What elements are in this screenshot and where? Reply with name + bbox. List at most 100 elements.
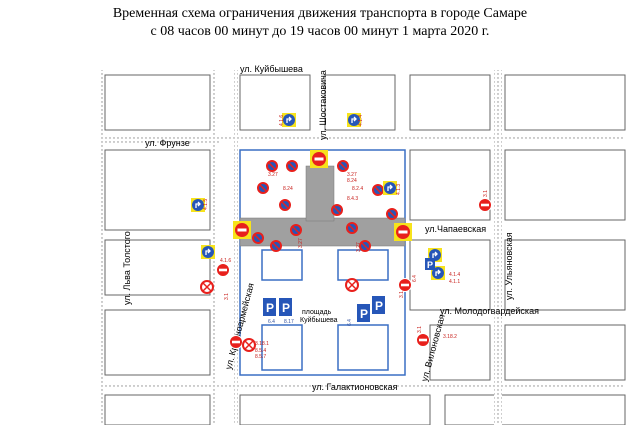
svg-text:P: P [375,299,383,313]
no-stopping-icon [242,338,256,352]
block [504,324,626,381]
block [444,394,626,425]
sign-code-label: 4.1.1 [449,279,460,285]
stop-sign-icon [229,335,243,349]
sign-code-label: 4.1.6 [220,258,231,264]
no-parking-icon [266,160,278,172]
parking-sign-icon: P [372,296,385,314]
street-label-ulyanovskaya: ул. Ульяновская [504,232,514,300]
no-stopping-icon [345,278,359,292]
street-label-vilonovskaya: ул. Вилоновская [419,313,447,382]
svg-text:P: P [266,301,274,315]
street-label-frunze: ул. Фрунзе [145,138,190,148]
parking-sign-icon: P [425,258,435,270]
direction-sign-icon [382,180,398,196]
svg-text:P: P [427,260,433,270]
sign-code-label: 6.4 [412,275,418,282]
sign-code-label: 8.24 [283,186,293,192]
street-label-kuibysheva: ул. Куйбышева [240,64,303,74]
map-subtitle: с 08 часов 00 минут до 19 часов 00 минут… [150,24,490,39]
no-parking-icon [270,240,282,252]
square-subblock [261,324,303,371]
sign-code-label: 3.1 [224,293,230,300]
parking-code-label: 6.4 [347,319,353,326]
block [104,74,211,131]
map-title: Временная схема ограничения движения тра… [112,6,528,21]
street-label-shostakovicha: ул. Шостаковича [318,70,328,140]
block [504,239,626,311]
no-parking-icon [346,222,358,234]
square-subblock [337,324,389,371]
block [104,309,211,376]
no-entry-sign-icon [394,223,412,241]
block [409,149,491,221]
sign-code-label: 8.5.7 [255,354,266,360]
sign-code-label: 3.1 [417,326,423,333]
parking-sign-icon: P [263,298,276,316]
parking-sign-icon: P [279,298,292,316]
no-parking-icon [257,182,269,194]
street-label-galaktionovskaya: ул. Галактионовская [312,382,398,392]
sign-code-label: 3.27 [347,172,357,178]
sign-code-label: 4.1.3 [396,184,402,195]
no-entry-sign-icon [310,150,328,168]
square-label-line1: площадь [302,309,332,316]
square-subblock [337,249,389,281]
no-parking-icon [252,232,264,244]
square-subblock [261,249,303,281]
block [104,239,211,296]
sign-code-label: 4.1.4 [449,272,460,278]
sign-code-label: 3.1 [483,190,489,197]
svg-text:P: P [282,301,290,315]
block [104,149,211,231]
no-parking-icon [286,160,298,172]
no-parking-icon [290,224,302,236]
sign-code-label: 3.18.2 [443,334,457,340]
stop-sign-icon [216,263,230,277]
stop-sign-icon [478,198,492,212]
sign-code-label: 8.2.4 [352,186,363,192]
block [409,239,491,311]
stop-sign-icon [416,333,430,347]
no-parking-icon [331,204,343,216]
sign-code-label: 4.1.5 [203,199,209,210]
closed-zone [239,165,406,247]
no-stopping-icon [200,280,214,294]
sign-code-label: 4.1.4 [358,115,364,126]
direction-sign-icon [200,244,216,260]
parking-sign-icon: P [357,304,370,322]
block [409,74,491,131]
block [504,74,626,131]
sign-code-label: 3.1 [399,291,405,298]
city-blocks [104,74,626,425]
no-entry-sign-icon [233,221,251,239]
sign-code-label: 8.4.3 [347,196,358,202]
stop-sign-icon [398,278,412,292]
block [239,74,311,131]
block [104,394,211,425]
closed-zone-vertical [305,165,335,222]
street-label-lva-tolstogo: ул. Льва Толстого [122,231,132,305]
parking-code-label: 8.17 [284,319,294,325]
parking-code-label: 6.4 [268,319,275,325]
no-parking-icon [386,208,398,220]
sign-code-label: 8.24 [347,178,357,184]
street-label-molodogvardeiskaya: ул. Молодогвардейская [440,306,539,316]
square-label-line2: Куйбышева [300,316,338,324]
block [324,74,396,131]
sign-code-label: 3.27 [268,172,278,178]
street-label-chapaevskaya: ул.Чапаевская [425,224,486,234]
svg-text:P: P [360,307,368,321]
no-parking-icon [337,160,349,172]
sign-code-label: 3.27 [298,238,304,248]
sign-code-label: 3.18.1 [255,341,269,347]
sign-code-label: 3.27 [356,242,362,252]
sign-code-label: 4.1.6 [279,115,285,126]
block [504,149,626,221]
block [239,394,431,425]
block [429,324,491,381]
no-parking-icon [279,199,291,211]
closed-zone-horizontal [239,217,406,247]
sign-code-label: 8.5.4 [255,348,266,354]
